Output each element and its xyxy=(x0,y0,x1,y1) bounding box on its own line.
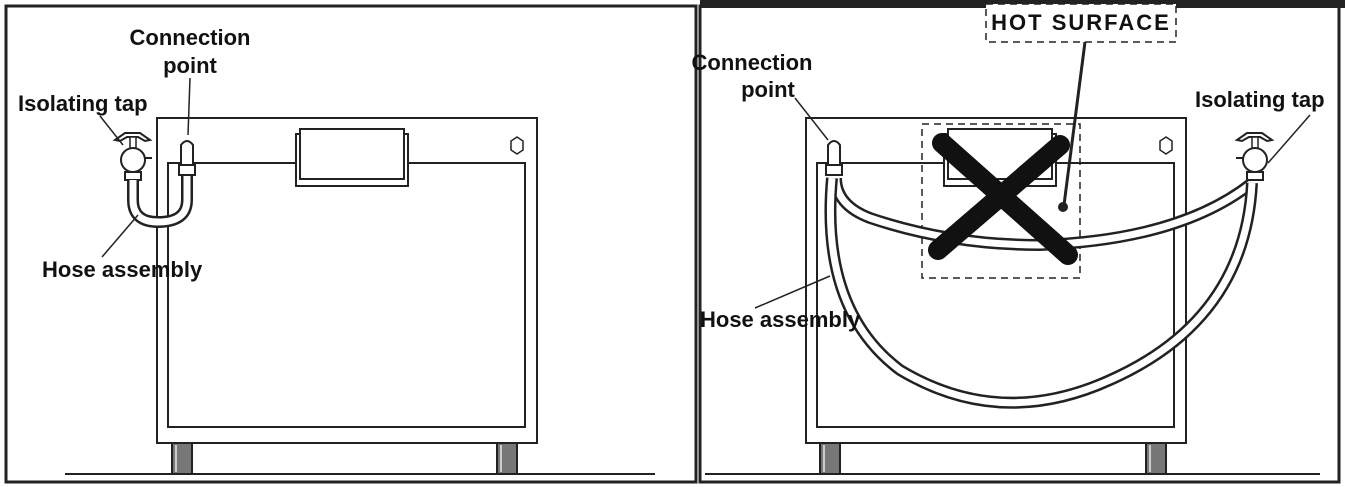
left-hose-assembly xyxy=(127,176,193,229)
left-connection-label-line1: Connection xyxy=(130,25,251,50)
right-isolating-tap-icon xyxy=(1234,132,1275,181)
left-connection-fitting xyxy=(180,140,194,166)
left-panel-correct-installation: Connection point Isolating tap Hose asse… xyxy=(4,4,698,484)
left-isolating-tap-label: Isolating tap xyxy=(18,91,148,116)
left-connection-point xyxy=(178,140,196,176)
right-panel-incorrect-installation: HOT SURFACE Connection point Isolating t… xyxy=(692,0,1345,484)
left-connection-leader xyxy=(187,77,191,136)
right-connection-label-line1: Connection xyxy=(692,50,813,75)
left-cabinet-inner xyxy=(167,162,526,428)
left-isolating-tap-leader xyxy=(99,115,124,146)
hot-surface-zone xyxy=(921,123,1081,279)
left-hose-leader xyxy=(101,214,139,258)
left-hose-label: Hose assembly xyxy=(42,257,203,282)
right-connection-point xyxy=(825,140,843,176)
hot-surface-leader xyxy=(1062,41,1087,206)
left-panel-frame xyxy=(4,4,698,484)
left-connection-label-line2: point xyxy=(163,53,217,78)
left-isolating-tap-icon xyxy=(112,132,153,181)
right-connection-label-line2: point xyxy=(741,77,795,102)
right-connection-nut xyxy=(825,164,843,176)
right-hose-assembly xyxy=(824,177,1258,409)
prohibited-cross-icon xyxy=(928,133,1078,265)
right-hexagon-icon xyxy=(1159,136,1173,155)
left-connection-nut xyxy=(178,164,196,176)
right-appliance-cabinet xyxy=(805,117,1187,475)
right-isolating-tap-leader xyxy=(1267,114,1311,164)
right-isolating-tap-label: Isolating tap xyxy=(1195,87,1325,112)
hot-surface-label-box xyxy=(985,3,1177,43)
left-hexagon-icon xyxy=(510,136,524,155)
left-appliance-cabinet xyxy=(156,117,538,475)
hot-surface-leader-dot xyxy=(1058,202,1068,212)
left-control-box xyxy=(299,128,405,180)
right-connection-leader xyxy=(794,97,829,141)
right-connection-fitting xyxy=(827,140,841,166)
hot-surface-label: HOT SURFACE xyxy=(991,10,1171,35)
right-hose-leader xyxy=(754,275,831,309)
right-hose-label: Hose assembly xyxy=(700,307,861,332)
